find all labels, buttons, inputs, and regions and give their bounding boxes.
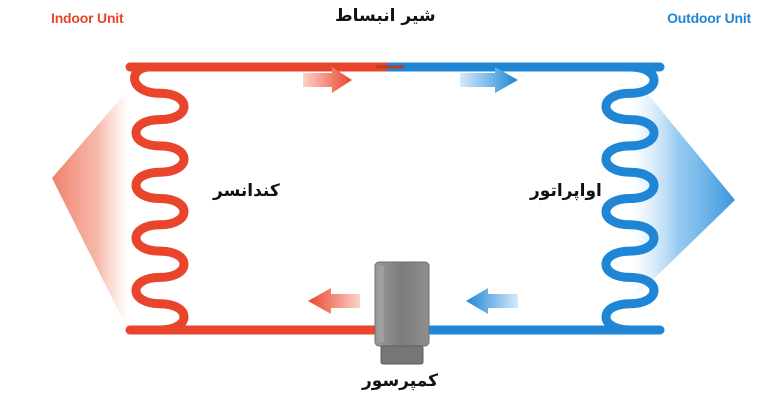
condenser-coil	[130, 62, 189, 335]
compressor	[374, 261, 430, 365]
compressor-label: کمپرسور	[362, 371, 438, 391]
flow-arrow-hot-top	[303, 67, 352, 93]
indoor-unit-label: Indoor Unit	[51, 10, 124, 26]
flow-arrow-cold-bottom	[466, 288, 518, 314]
evaporator-label: اواپراتور	[530, 181, 602, 201]
flow-arrow-cold-top	[460, 67, 518, 93]
outdoor-cold-fan	[632, 75, 735, 300]
indoor-heat-fan	[52, 90, 128, 330]
evaporator-coil	[601, 62, 659, 335]
flow-arrow-hot-bottom	[308, 288, 360, 314]
condenser-label: کندانسر	[213, 181, 280, 201]
outdoor-unit-label: Outdoor Unit	[667, 10, 751, 26]
expansion-valve-label: شیر انبساط	[335, 6, 436, 26]
